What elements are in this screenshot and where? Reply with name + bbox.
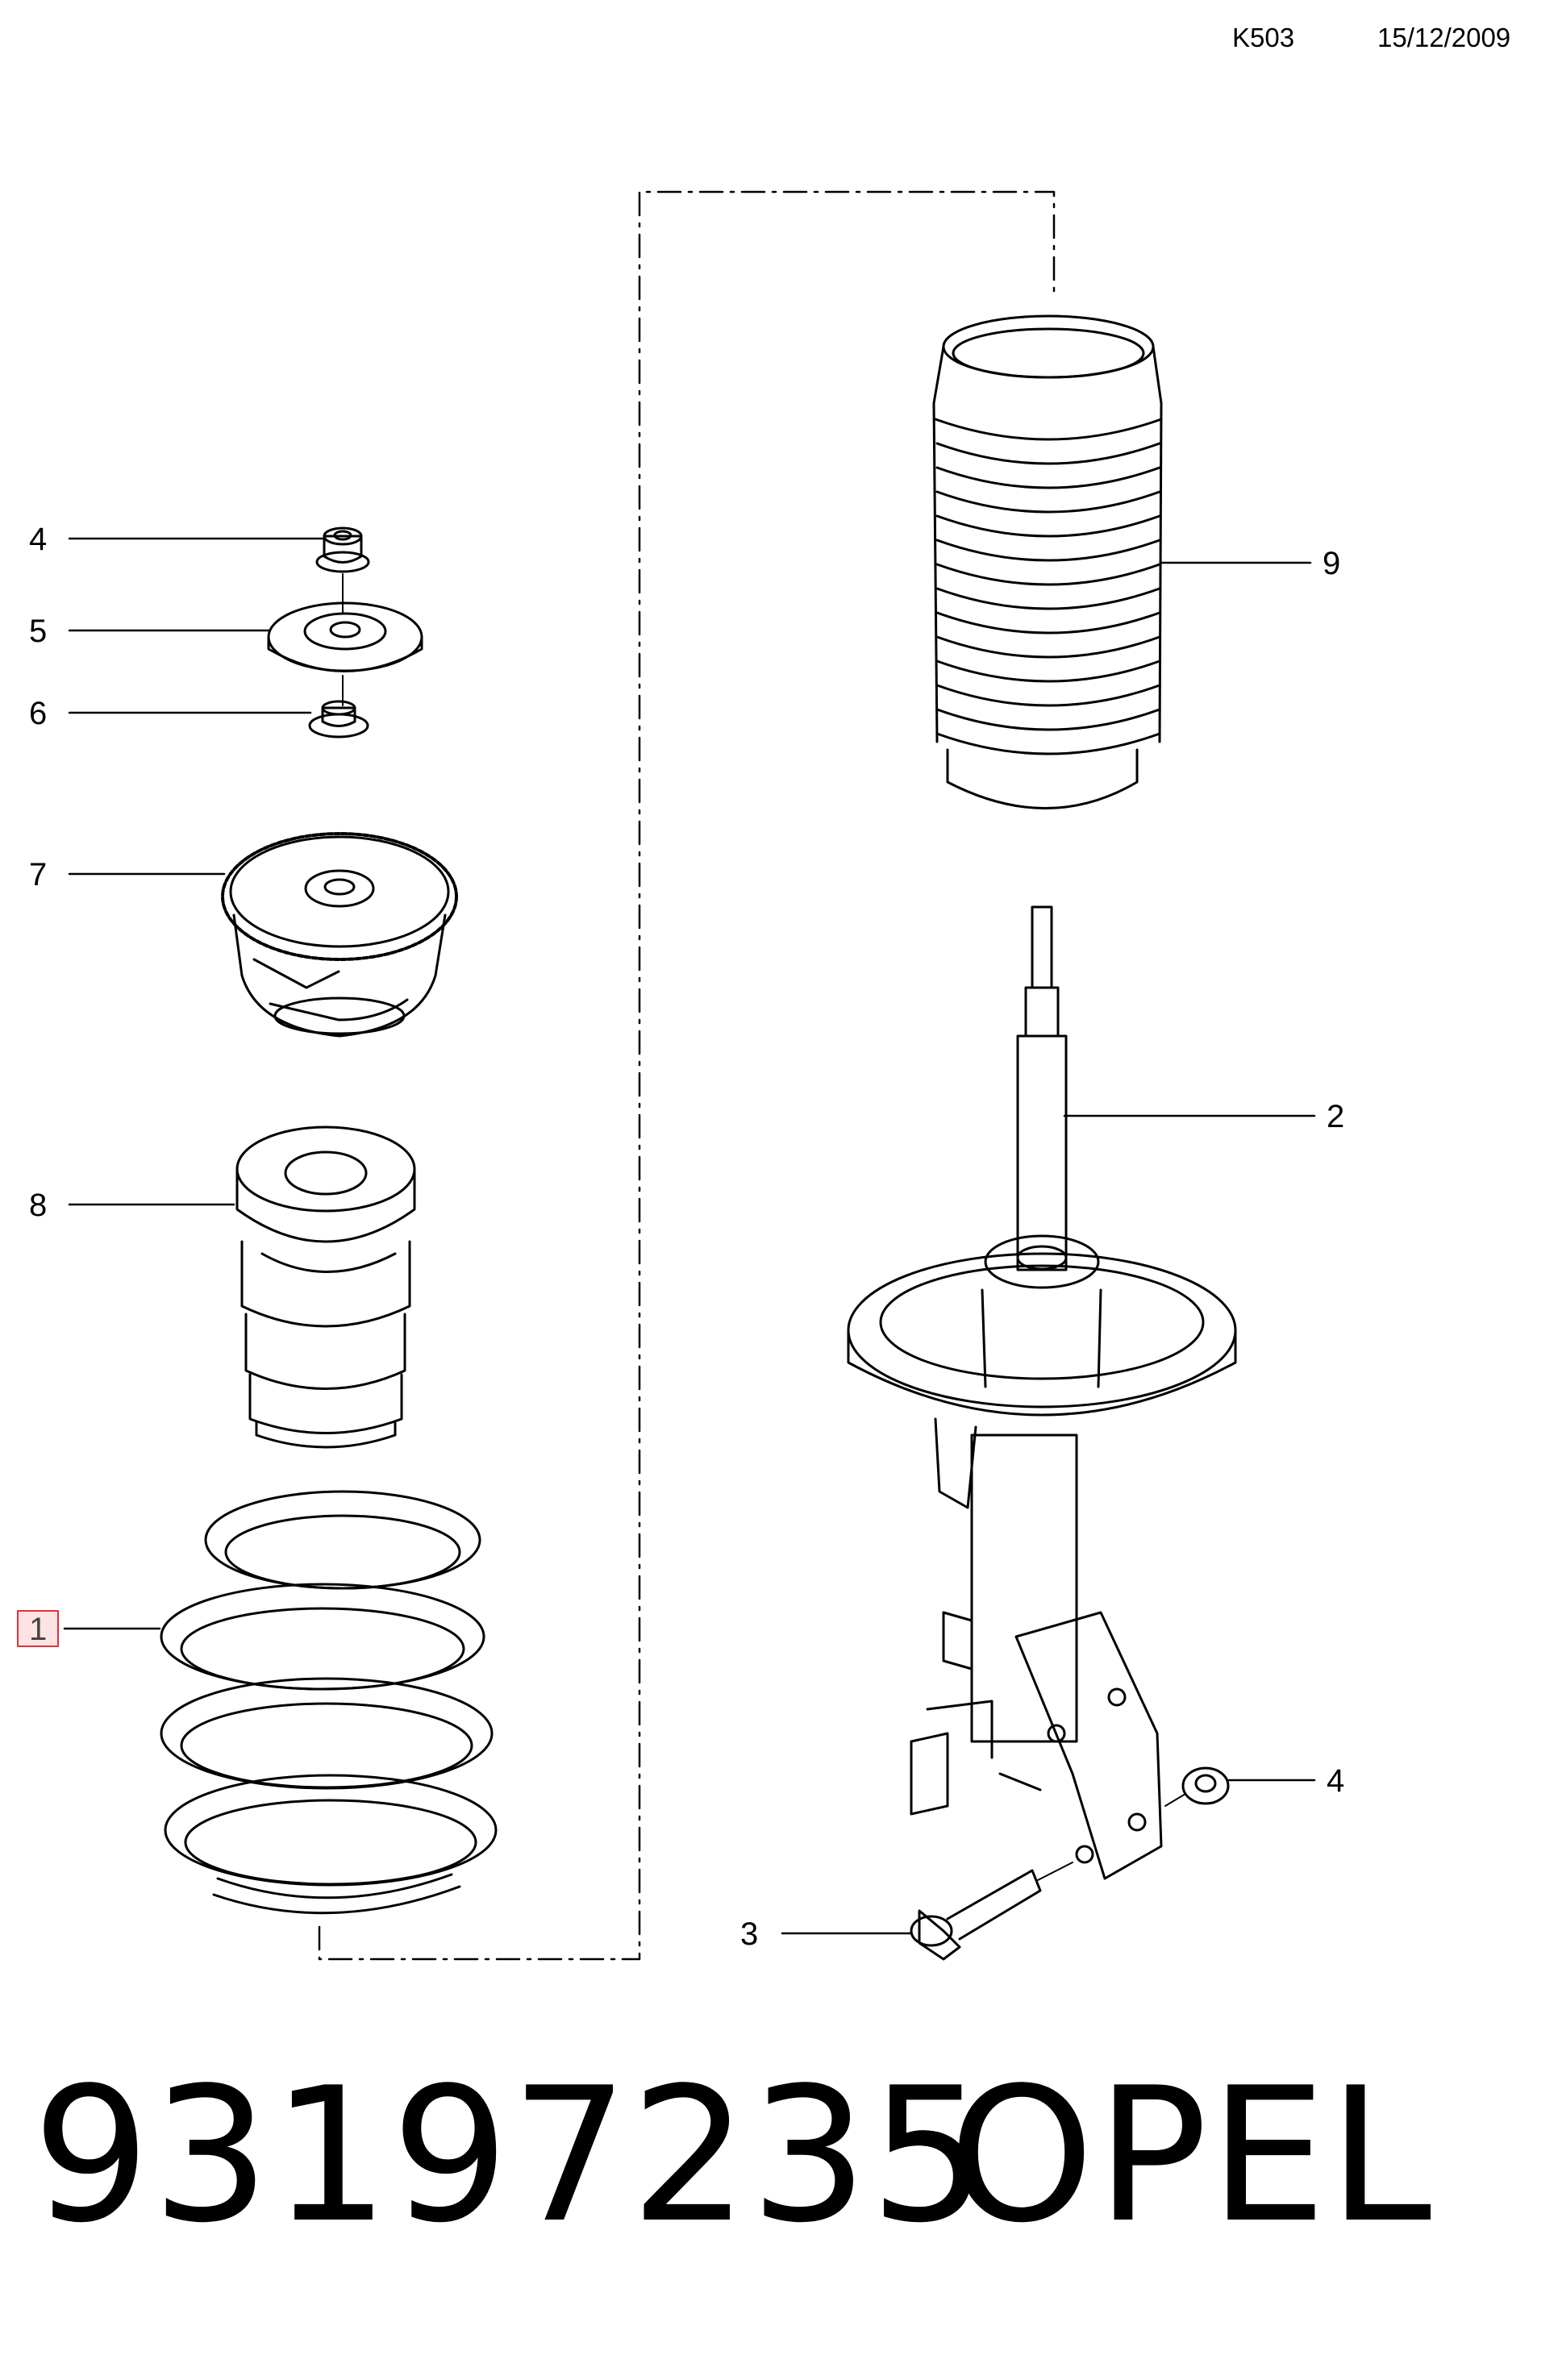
callout-4-bottom: 4 bbox=[1327, 1763, 1344, 1799]
dust-boot bbox=[932, 314, 1163, 809]
callout-labels: 4 5 6 7 8 1 9 2 4 3 bbox=[17, 522, 1344, 1952]
callout-5: 5 bbox=[29, 614, 47, 649]
assembly-guide-line bbox=[318, 190, 1056, 1961]
bump-stop bbox=[235, 1126, 416, 1449]
strut-top-mount bbox=[221, 832, 458, 1038]
shock-absorber-strut bbox=[847, 905, 1237, 1880]
callout-1-highlight-box bbox=[17, 1610, 59, 1647]
callout-4-top: 4 bbox=[29, 522, 47, 557]
callout-8: 8 bbox=[29, 1188, 47, 1223]
callout-7: 7 bbox=[29, 857, 47, 892]
part-number: 93197235 bbox=[32, 2049, 989, 2264]
washer-plate bbox=[267, 601, 423, 672]
nut-small bbox=[308, 700, 369, 739]
callout-1: 1 bbox=[29, 1612, 47, 1647]
coil-spring bbox=[160, 1490, 498, 1915]
callout-6: 6 bbox=[29, 696, 47, 731]
flange-nut-bottom bbox=[1181, 1766, 1230, 1805]
flange-nut-top bbox=[315, 526, 370, 573]
diagram-code: K503 bbox=[1232, 23, 1295, 52]
callout-3: 3 bbox=[740, 1916, 758, 1952]
callout-2: 2 bbox=[1327, 1099, 1344, 1134]
diagram-date: 15/12/2009 bbox=[1377, 23, 1511, 52]
leader-lines bbox=[63, 537, 1316, 1935]
mounting-bolt bbox=[910, 1862, 1073, 1961]
brand-name: OPEL bbox=[948, 2049, 1434, 2264]
callout-9: 9 bbox=[1323, 546, 1340, 581]
